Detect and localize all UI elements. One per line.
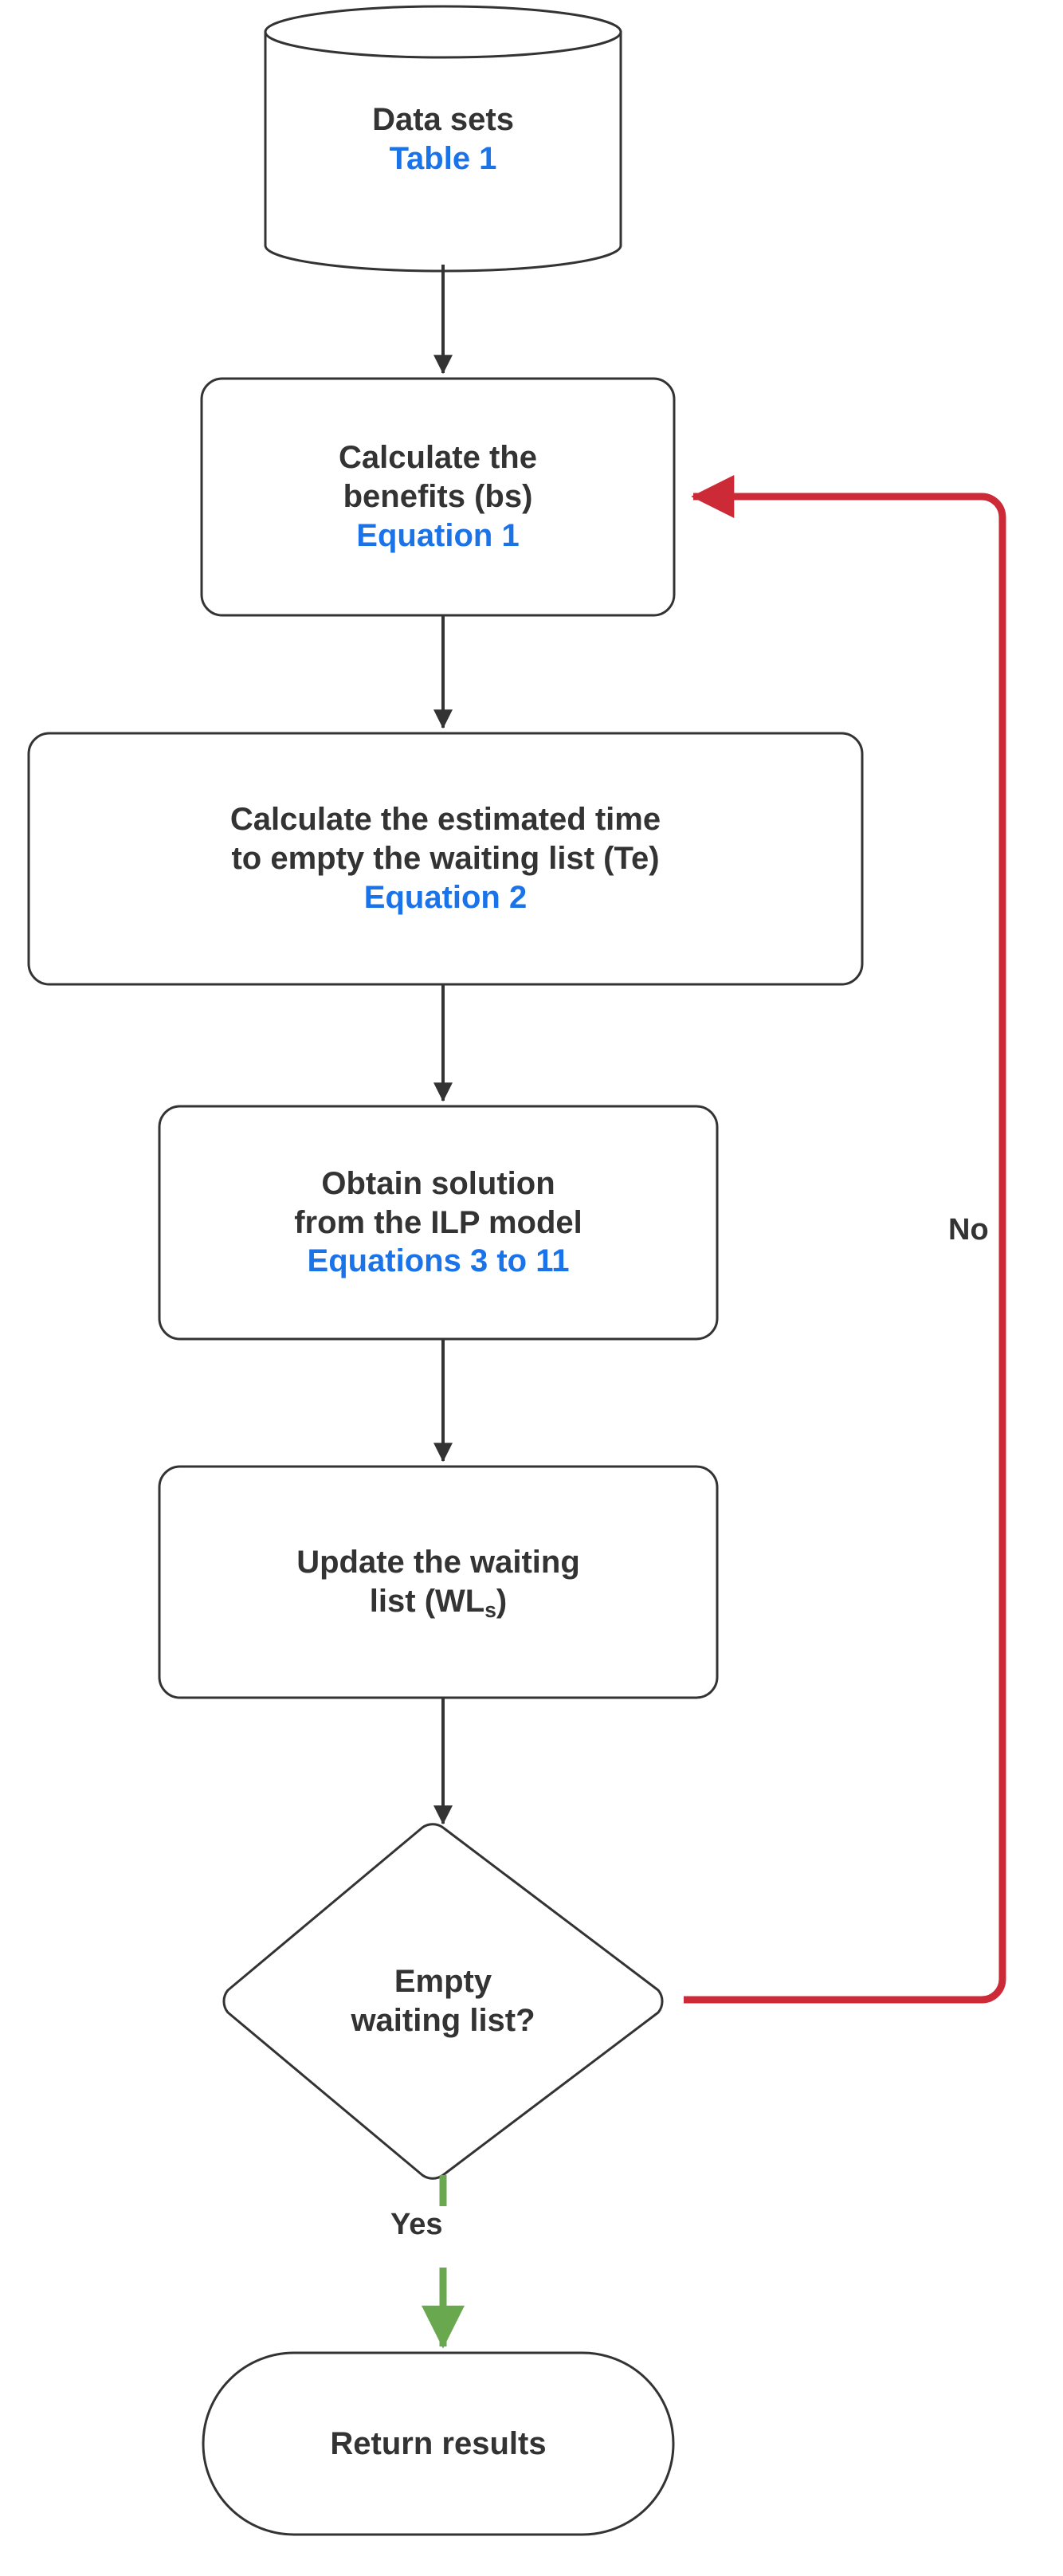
node-ilp-shape[interactable] (158, 1105, 719, 1341)
edge-no-branch (684, 475, 1006, 2004)
node-decision-shape[interactable] (222, 1823, 664, 2180)
node-benefits-shape[interactable] (200, 377, 676, 617)
node-estimated-time-shape[interactable] (27, 732, 864, 986)
node-return-shape[interactable] (202, 2351, 675, 2536)
edge-label-yes: Yes (390, 2208, 443, 2241)
node-update-shape[interactable] (158, 1465, 719, 1699)
node-datasets-shape[interactable] (264, 5, 622, 273)
edge-label-no: No (948, 1213, 989, 1247)
